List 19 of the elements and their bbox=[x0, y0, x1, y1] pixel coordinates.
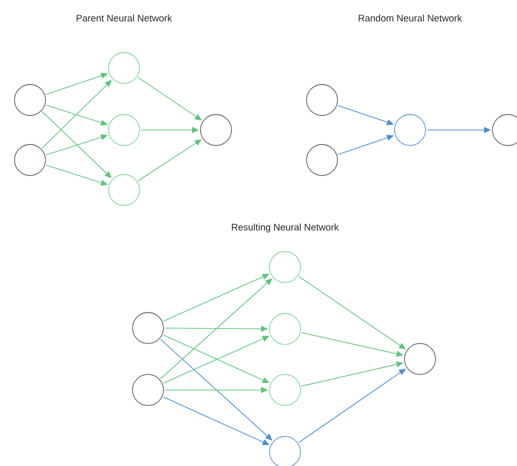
neuron-circle bbox=[108, 52, 140, 84]
neuron-circle bbox=[404, 343, 436, 375]
neuron-circle bbox=[306, 84, 338, 116]
section-heading: Resulting Neural Network bbox=[232, 224, 339, 232]
section-heading: Random Neural Network bbox=[358, 14, 462, 22]
neuron-circle bbox=[269, 313, 301, 345]
neuron-circle bbox=[14, 84, 46, 116]
neuron-circle bbox=[108, 174, 140, 206]
neuron-circle bbox=[269, 251, 301, 283]
neuron-circle bbox=[269, 374, 301, 406]
section-heading: Parent Neural Network bbox=[76, 14, 172, 22]
neuron-circle bbox=[394, 114, 426, 146]
neuron-circle bbox=[132, 374, 164, 406]
arrow bbox=[298, 276, 406, 350]
neuron-circle bbox=[14, 144, 46, 176]
neuron-circle bbox=[306, 144, 338, 176]
neuron-circle bbox=[108, 114, 140, 146]
neuron-circle bbox=[132, 312, 164, 344]
neuron-circle bbox=[200, 114, 232, 146]
